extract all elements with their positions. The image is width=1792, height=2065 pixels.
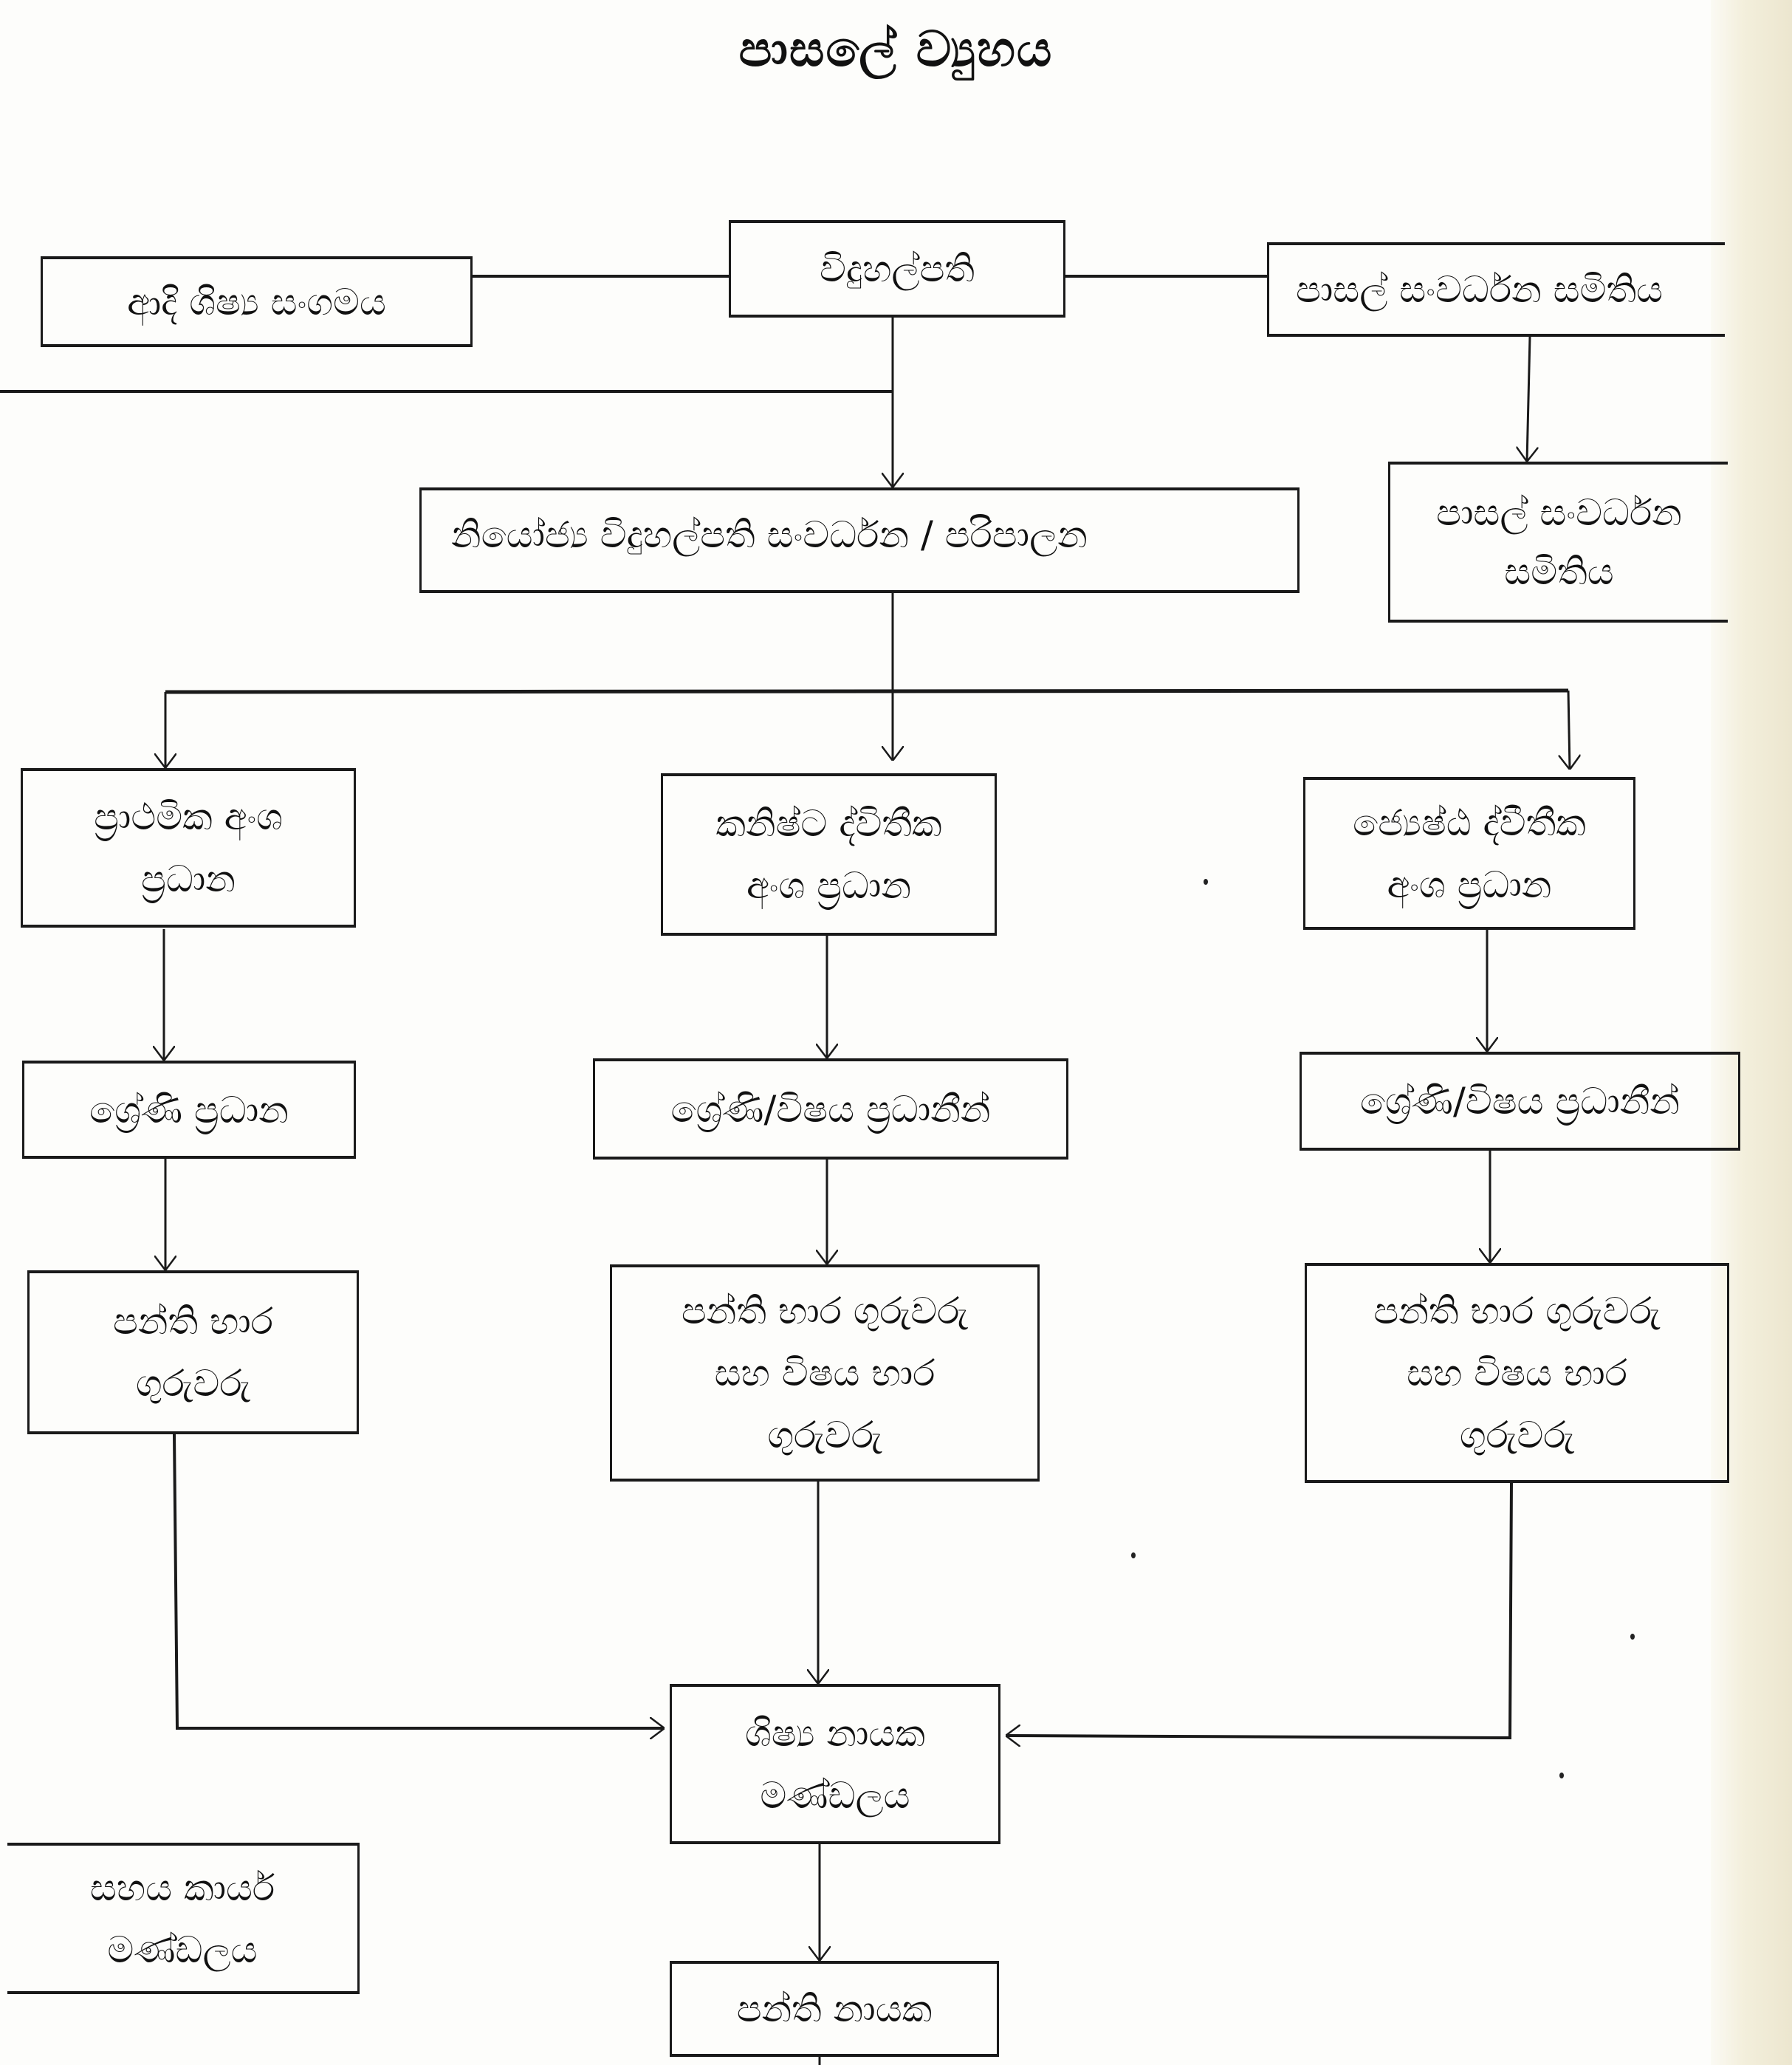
node-label: පන්ති භාර ගුරුවරු — [113, 1300, 273, 1405]
scan-speck — [1630, 1634, 1635, 1640]
node-principal: විදුහල්පති — [729, 220, 1065, 318]
node-label: ශ්‍රේණි ප්‍රධාන — [89, 1088, 289, 1131]
branch-bar — [165, 688, 1569, 694]
node-label: ආදි ශිෂ්‍ය සංගමය — [127, 280, 386, 323]
node-label: සහය කාර්ය මණ්ඩලය — [89, 1866, 275, 1971]
node-grade-head: ශ්‍රේණි ප්‍රධාන — [22, 1061, 356, 1159]
paper-edge-shading — [1711, 0, 1792, 2065]
node-label: කනිෂ්ට ද්විතීක අංශ ප්‍රධාන — [715, 802, 942, 907]
node-school-development-committee: පාසල් සංවර්ධන සමිතිය — [1388, 462, 1728, 623]
node-class-subject-teachers-junior: පන්ති භාර ගුරුවරු සහ විෂය භාර ගුරුවරු — [610, 1264, 1040, 1482]
node-class-subject-teachers-senior: පන්ති භාර ගුරුවරු සහ විෂය භාර ගුරුවරු — [1305, 1263, 1729, 1483]
scan-speck — [1204, 879, 1208, 885]
node-grade-subject-heads-junior: ශ්‍රේණි/විෂය ප්‍රධානීන් — [593, 1058, 1068, 1160]
node-senior-secondary-head: ජ්‍යෙෂ්ඨ ද්වීතීක අංශ ප්‍රධාන — [1303, 777, 1635, 930]
node-deputy-principal: නියෝජ්‍ය විදුහල්පති සංවර්ධන / පරිපාලන — [419, 487, 1300, 593]
edge-left-teachers-prefects — [173, 1434, 665, 1728]
diagram-title: පාසලේ ව්‍යුහය — [738, 21, 1054, 78]
edge-right-teachers-prefects — [1006, 1482, 1513, 1738]
edge-branch-senior — [1568, 690, 1570, 770]
node-label: පාසල් සංවර්ධන සමිතිය — [1296, 268, 1664, 311]
node-past-pupils-association: ආදි ශිෂ්‍ය සංගමය — [41, 256, 473, 347]
node-label: විදුහල්පති — [819, 247, 975, 290]
node-label: පන්ති භාර ගුරුවරු සහ විෂය භාර ගුරුවරු — [1373, 1290, 1661, 1456]
node-label: පන්ති භාර ගුරුවරු සහ විෂය භාර ගුරුවරු — [681, 1290, 969, 1456]
node-support-staff: සහය කාර්ය මණ්ඩලය — [7, 1843, 360, 1994]
scan-speck — [1559, 1773, 1564, 1778]
node-label: ජ්‍යෙෂ්ඨ ද්වීතීක අංශ ප්‍රධාන — [1353, 801, 1586, 906]
node-prefects-board: ශිෂ්‍ය නායක මණ්ඩලය — [670, 1684, 1000, 1844]
scan-speck — [1131, 1552, 1136, 1558]
node-class-teachers: පන්ති භාර ගුරුවරු — [27, 1270, 359, 1434]
node-school-development-society: පාසල් සංවර්ධන සමිතිය — [1267, 242, 1725, 337]
node-label: ශ්‍රේණි/විෂය ප්‍රධානීන් — [670, 1087, 991, 1131]
node-label: ප්‍රාථමික අංශ ප්‍රධාන — [94, 795, 283, 900]
edge-sdc-sdc-sub — [1527, 336, 1530, 462]
node-label: පාසල් සංවර්ධන සමිතිය — [1436, 491, 1682, 593]
node-grade-subject-heads-senior: ශ්‍රේණි/විෂය ප්‍රධානීන් — [1300, 1052, 1740, 1151]
node-label: ශ්‍රේණි/විෂය ප්‍රධානීන් — [1360, 1080, 1680, 1123]
node-junior-secondary-head: කනිෂ්ට ද්විතීක අංශ ප්‍රධාන — [661, 773, 997, 936]
node-label: ශිෂ්‍ය නායක මණ්ඩලය — [745, 1711, 925, 1817]
node-label: පන්ති නායක — [736, 1987, 933, 2030]
node-primary-section-head: ප්‍රාථමික අංශ ප්‍රධාන — [21, 768, 356, 928]
node-label: නියෝජ්‍ය විදුහල්පති සංවර්ධන / පරිපාලන — [451, 513, 1088, 556]
node-class-monitors: පන්ති නායක — [670, 1961, 999, 2057]
